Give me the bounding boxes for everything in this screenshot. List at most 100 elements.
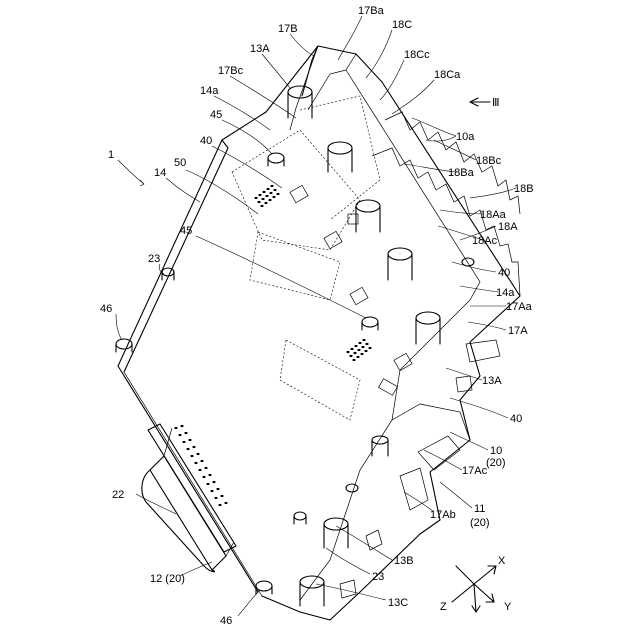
connector-pin <box>210 490 213 492</box>
label-11: 11 <box>474 503 485 515</box>
vent-hole <box>257 201 260 203</box>
vent-hole <box>361 346 364 348</box>
vent-holes <box>254 185 371 361</box>
vent-hole <box>261 198 264 200</box>
label-18Ac: 18Ac <box>472 235 498 247</box>
vent-hole <box>269 192 272 194</box>
label-13C: 13C <box>388 597 408 609</box>
vent-hole <box>270 185 273 187</box>
connector-pin <box>192 446 195 448</box>
vent-hole <box>358 342 361 344</box>
label-20-b: (20) <box>470 517 490 529</box>
connector-pin <box>184 432 187 434</box>
label-17Bc: 17Bc <box>218 65 244 77</box>
vent-hole <box>272 196 275 198</box>
vent-hole <box>266 188 269 190</box>
vent-hole <box>365 343 368 345</box>
label-18Cc: 18Cc <box>404 49 430 61</box>
vent-hole <box>276 193 279 195</box>
vent-hole <box>262 191 265 193</box>
label-12: 12 (20) <box>150 573 185 585</box>
label-45-top: 45 <box>210 109 222 121</box>
label-18Ca: 18Ca <box>434 69 461 81</box>
label-13A-top: 13A <box>250 43 270 55</box>
label-18Ba: 18Ba <box>448 167 475 179</box>
connector-pin <box>212 481 215 483</box>
connector-pin <box>182 441 185 443</box>
label-40-mid: 40 <box>498 267 510 279</box>
label-22: 22 <box>112 489 124 501</box>
vent-hole <box>357 349 360 351</box>
label-14a-mid: 14a <box>496 287 515 299</box>
connector-pin <box>218 504 221 506</box>
connector <box>142 424 236 572</box>
label-18B: 18B <box>514 183 534 195</box>
connector-pin <box>196 453 199 455</box>
vent-hole <box>346 351 349 353</box>
label-17Ab: 17Ab <box>430 509 456 521</box>
label-17B: 17B <box>278 23 298 35</box>
label-45-mid: 45 <box>180 225 192 237</box>
vent-hole <box>254 197 257 199</box>
internal-hidden-lines <box>232 96 380 420</box>
label-10: 10 <box>490 445 502 457</box>
label-axis-Y: Y <box>504 601 512 613</box>
connector-pin <box>202 476 205 478</box>
vent-hole <box>260 205 263 207</box>
connector-pin <box>204 467 207 469</box>
connector-pin <box>200 460 203 462</box>
cover-plate <box>118 112 266 596</box>
connector-pin <box>178 434 181 436</box>
view-arrow <box>470 98 490 106</box>
label-view-III: Ⅲ <box>492 97 500 109</box>
vent-hole <box>368 347 371 349</box>
vent-hole <box>264 202 267 204</box>
vent-hole <box>350 348 353 350</box>
vent-hole <box>356 356 359 358</box>
connector-pin <box>190 455 193 457</box>
label-13A-mid: 13A <box>482 375 502 387</box>
connector-pin <box>188 439 191 441</box>
label-1: 1 <box>108 149 114 161</box>
label-18Bc: 18Bc <box>476 155 502 167</box>
label-23-top: 23 <box>148 253 160 265</box>
vent-hole <box>352 359 355 361</box>
label-40-top: 40 <box>200 135 212 147</box>
label-18C: 18C <box>392 19 412 31</box>
label-18Aa: 18Aa <box>480 209 507 221</box>
label-20-a: (20) <box>486 457 506 469</box>
label-axis-Z: Z <box>440 601 447 613</box>
connector-pin <box>174 427 177 429</box>
axes-indicator <box>452 566 496 612</box>
connector-pin <box>220 495 223 497</box>
reference-labels: 1 14 50 40 45 14a 17Bc 13A 17B 17Ba 18C … <box>100 5 534 627</box>
label-13B: 13B <box>394 555 414 567</box>
vent-hole <box>268 199 271 201</box>
vent-hole <box>265 195 268 197</box>
vent-hole <box>273 189 276 191</box>
vent-hole <box>349 355 352 357</box>
connector-pin <box>180 425 183 427</box>
connector-pin <box>186 448 189 450</box>
capacitors <box>288 86 440 606</box>
vent-hole <box>353 352 356 354</box>
label-18A: 18A <box>498 221 518 233</box>
label-axis-X: X <box>498 555 506 567</box>
housing-body <box>262 46 520 620</box>
label-50: 50 <box>174 157 186 169</box>
connector-pin <box>194 462 197 464</box>
connector-pin <box>224 502 227 504</box>
vent-hole <box>354 345 357 347</box>
vent-hole <box>258 194 261 196</box>
label-46-top: 46 <box>100 303 112 315</box>
small-modules <box>290 185 412 395</box>
label-10a: 10a <box>456 131 475 143</box>
label-17Ac: 17Ac <box>462 465 488 477</box>
connector-pin <box>206 483 209 485</box>
vent-hole <box>362 339 365 341</box>
connector-pin <box>214 497 217 499</box>
label-40-low: 40 <box>510 413 522 425</box>
connector-pin <box>198 469 201 471</box>
